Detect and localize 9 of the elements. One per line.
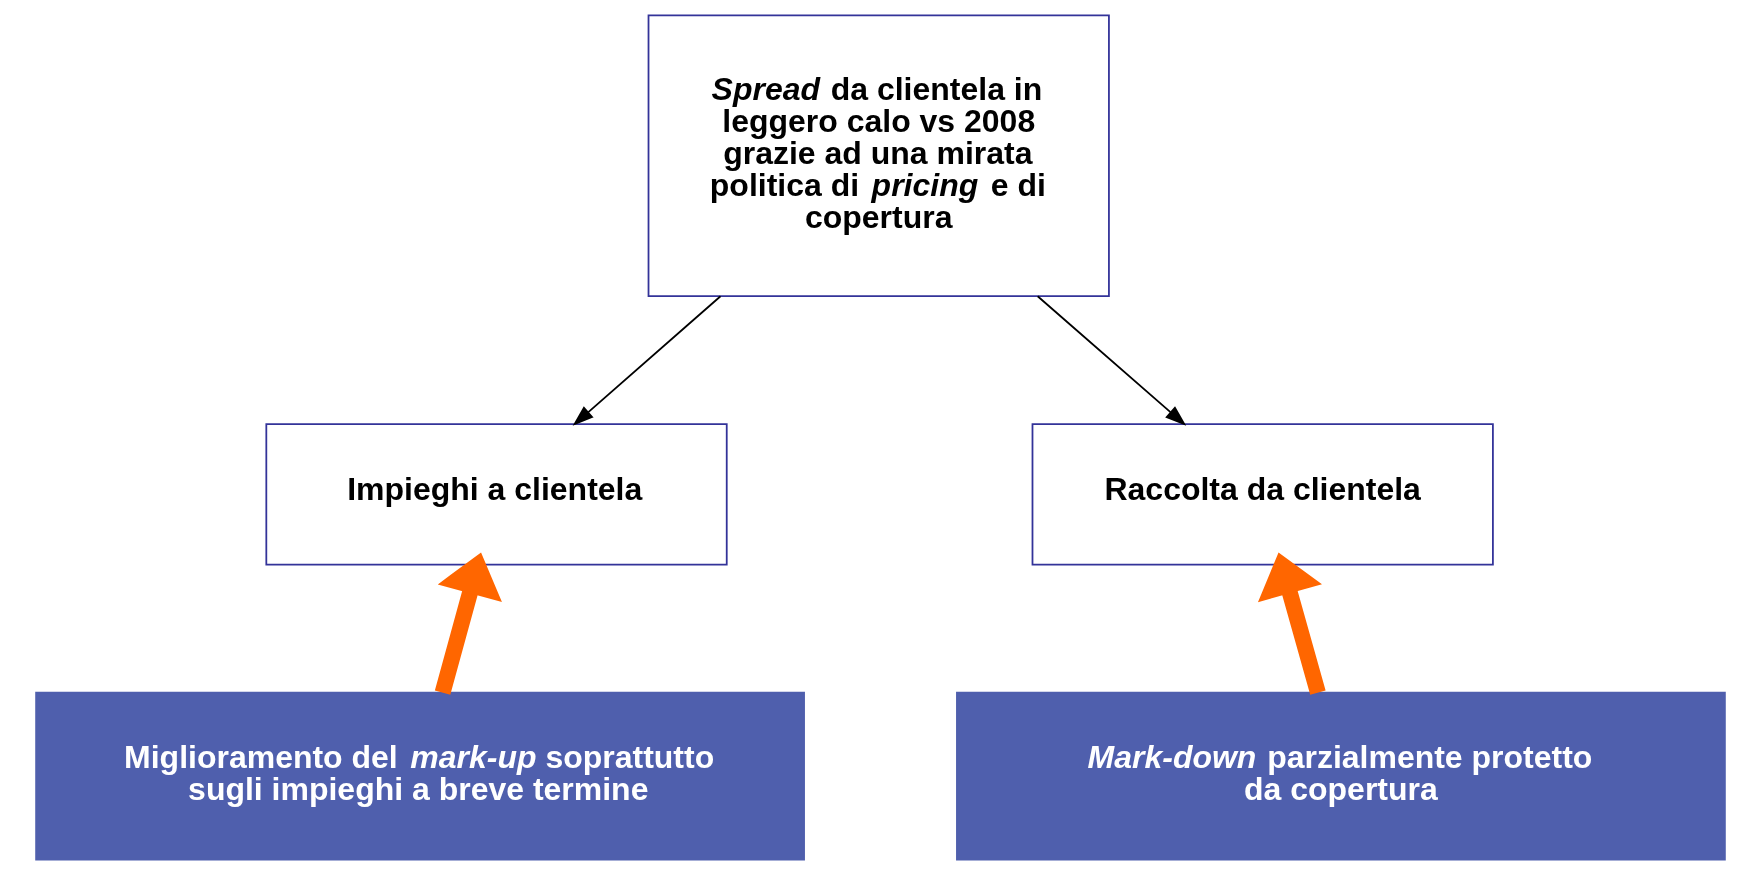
node-box: Miglioramento del mark-up soprattutto sugli impieghi a breve termine [34,691,805,861]
node-box: Raccolta da clientela [1031,423,1494,566]
node-box: Impieghi a clientela [264,423,728,566]
arrow [1036,295,1186,426]
node-box: Spread da clientela in leggero calo vs 2008 grazie ad una mirata politica di pricing e di copertura [647,14,1110,298]
node-box: Mark-down parzialmente protetto da copertura [955,691,1726,861]
arrow [434,552,502,695]
arrow [572,295,721,426]
arrow [1257,552,1326,695]
